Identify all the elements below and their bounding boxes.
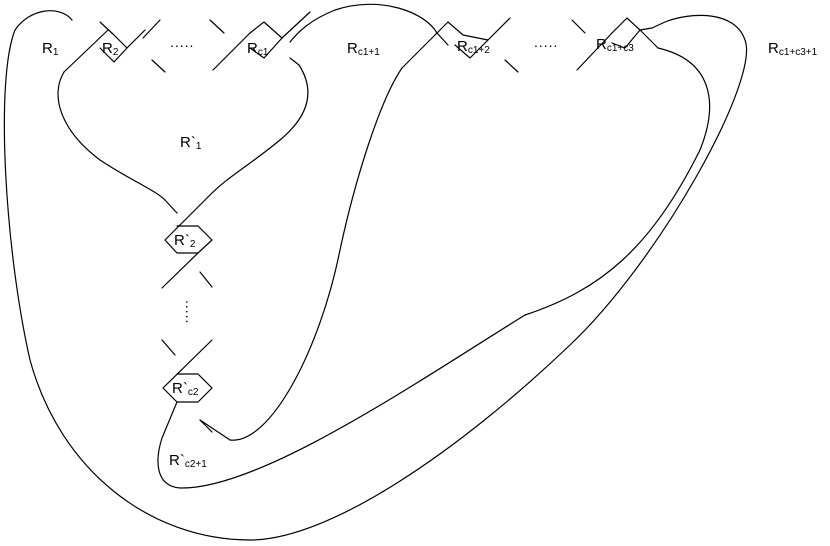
label-rc1p2: Rc1+2 (457, 38, 490, 56)
label-rc1: Rc1 (247, 40, 269, 58)
label-rpc2p1: R`c2+1 (169, 452, 207, 470)
label-rc1pc3p1: Rc1+c3+1 (768, 40, 818, 58)
vertical-crossings (161, 194, 213, 439)
strand-top-arc-right (209, 64, 309, 196)
svg-text:.....: ..... (183, 300, 199, 324)
horizontal-ellipsis-left: ..... (170, 34, 194, 50)
label-rc1p1: Rc1+1 (347, 40, 380, 58)
horizontal-ellipsis-right: ..... (534, 34, 558, 50)
vertical-ellipsis: ..... (183, 300, 199, 324)
label-rp2: R`2 (174, 232, 196, 250)
strand-middle-loop (289, 3, 438, 43)
label-rc1pc3: Rc1+c3 (596, 36, 634, 54)
strand-inner-right (157, 47, 711, 489)
strand-middle-right (199, 67, 403, 441)
strand-top-arc (57, 71, 166, 201)
label-rp1: R`1 (180, 134, 202, 152)
label-rpc2: R`c2 (172, 380, 199, 398)
label-r2: R2 (102, 40, 119, 58)
top-crossings (63, 11, 659, 73)
strand-outer-left (3, 10, 748, 541)
label-r1: R1 (42, 40, 59, 58)
